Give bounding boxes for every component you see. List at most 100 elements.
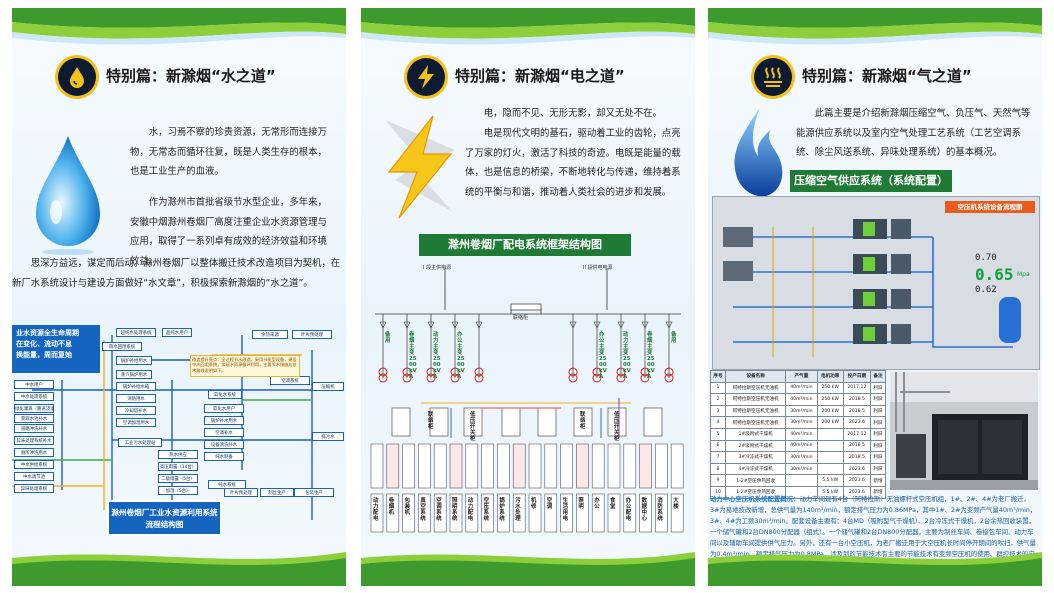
table-cell: 利旧 [869, 404, 887, 418]
load-panel [386, 493, 400, 533]
load-label: 数据中心 [641, 498, 647, 522]
table-cell: 阿特拉斯空压机无油机 [725, 404, 787, 418]
table-cell: 6 [709, 439, 727, 453]
distribution-panel [544, 443, 558, 489]
distribution-panel [639, 443, 652, 489]
transformer-label: 动力主变2500kVA [623, 332, 631, 380]
load-label: 办公配电 [625, 498, 632, 522]
feeder-branch [616, 314, 626, 383]
diagram-box: 叶片预处理 [292, 330, 332, 339]
diagram-box: 锅炉补给水箱 [116, 382, 156, 391]
source-2-label: II 段供电电源 [583, 265, 613, 271]
low-voltage-cabinet [537, 407, 557, 437]
diagram-box: 叶片预处理 [224, 488, 258, 497]
page-title: 特别篇：新滁烟“水之道” [106, 67, 276, 85]
diagram-title: 滁州卷烟厂配电系统框架结构图 [419, 234, 631, 256]
load-label: 动力配电 [467, 498, 474, 522]
table-cell: 2018.5 [842, 393, 871, 406]
diagram-box: 压缩机 [312, 382, 344, 391]
table-cell: 30m³/min [785, 462, 818, 476]
transformer-label: 卷烟主变2500kVA [409, 332, 417, 380]
table-cell: 利旧 [869, 451, 887, 464]
diagram-box: 软化水系统 [208, 390, 242, 399]
feeder-branch [664, 314, 674, 383]
electricity-paragraph: 电是现代文明的基石，驱动着工业的齿轮，点亮了万家的灯火，激活了科技的奇迹。电既是… [465, 128, 681, 198]
lifecycle-line-2: 换能量，周而复始 [16, 351, 72, 359]
diagram-box: 雨水回用系统 [102, 342, 142, 351]
low-voltage-cabinet [573, 407, 593, 437]
table-cell: 8 [709, 462, 727, 476]
transformer-label: 卷烟主变2500kVA [647, 332, 655, 380]
table-cell: 200 kW [816, 404, 844, 418]
diagram-box: 道路冲洗补水 [14, 424, 54, 433]
table-cell: 30m³/min [785, 416, 818, 429]
bottom-wave-decoration [361, 552, 695, 586]
transformer-label: 备用 [385, 332, 391, 344]
table-cell: 40m³/min [785, 439, 818, 453]
compressor-unit [853, 219, 911, 239]
distribution-panel [528, 443, 542, 489]
scada-piping [723, 219, 1021, 357]
diagram-box: 工业污水处理站 [118, 438, 162, 447]
diagram-box: 中水用户 [14, 380, 54, 389]
feeder-branch [402, 314, 412, 383]
intro-paragraph: 电，隐而不见、无形无影，却又无处不在。 [483, 108, 662, 119]
distribution-panel [655, 443, 668, 489]
diagram-box: 景观水池补水 [14, 414, 54, 423]
load-panel [418, 493, 431, 533]
distribution-panel [465, 443, 479, 489]
distribution-panel [560, 443, 573, 489]
load-panel [560, 493, 573, 533]
table-cell: 利旧 [869, 393, 887, 406]
feeder-branch [474, 314, 484, 383]
cabinet-label: 低压开关柜 [614, 412, 620, 442]
scada-value-bottom: 0.62 [975, 285, 997, 295]
table-cell: 5 [709, 427, 727, 441]
table-cell: 2018.5 [842, 439, 871, 453]
top-wave-decoration [12, 8, 346, 45]
load-label: 食堂 [610, 498, 616, 510]
page-title: 特别篇：新滁烟“电之道” [455, 67, 625, 85]
scada-value-main: 0.65 [975, 265, 1014, 284]
table-cell: 利旧 [869, 427, 887, 441]
load-label: 真空系统 [420, 498, 426, 522]
table-cell: 250 kW [816, 393, 844, 406]
distribution-panel [497, 443, 510, 489]
diagram-box: 加湿（5台） [158, 486, 198, 495]
diagram-box: 中水调节池 [14, 472, 54, 481]
cabinet-label: 低压开关柜 [470, 412, 476, 442]
table-cell: 3#冷冻式干燥机 [725, 451, 787, 464]
load-panel [465, 493, 479, 533]
table-cell: 4 [709, 416, 727, 429]
load-label: 大楼 [673, 498, 679, 510]
table-cell: 阿特拉斯空压机无油机 [725, 393, 787, 406]
feeder-branch [426, 314, 436, 383]
load-label: 锅炉系统 [499, 498, 505, 522]
table-cell: 2023.6 [842, 462, 871, 476]
load-label: 包装机 [404, 498, 410, 516]
load-label: 办公 [594, 498, 600, 510]
load-panel [402, 493, 415, 533]
transformer-label: 备用 [671, 332, 677, 344]
water-system-diagram: 业水资源全生命周期 在变化、流动不息 换能量，周而复始 中水用户中水处理系统绿化… [12, 320, 346, 540]
table-cell: 2018.5 [842, 451, 871, 464]
diagram-box: 二级雨露（5台） [158, 474, 198, 483]
table-cell: 2#吸附式干燥机 [725, 439, 787, 453]
distribution-panel [623, 443, 637, 489]
table-cell [816, 427, 844, 441]
table-header: 产气量 [785, 370, 818, 383]
table-cell: 1-2#空压余热回收 [725, 474, 787, 487]
diagram-box: 超纯水处理系统 [116, 328, 156, 337]
table-cell: 新增 [869, 474, 887, 487]
compressor-unit [853, 254, 911, 274]
transformer-label: 办公主变2500kVA [457, 332, 465, 380]
feeder-branch [378, 314, 388, 383]
